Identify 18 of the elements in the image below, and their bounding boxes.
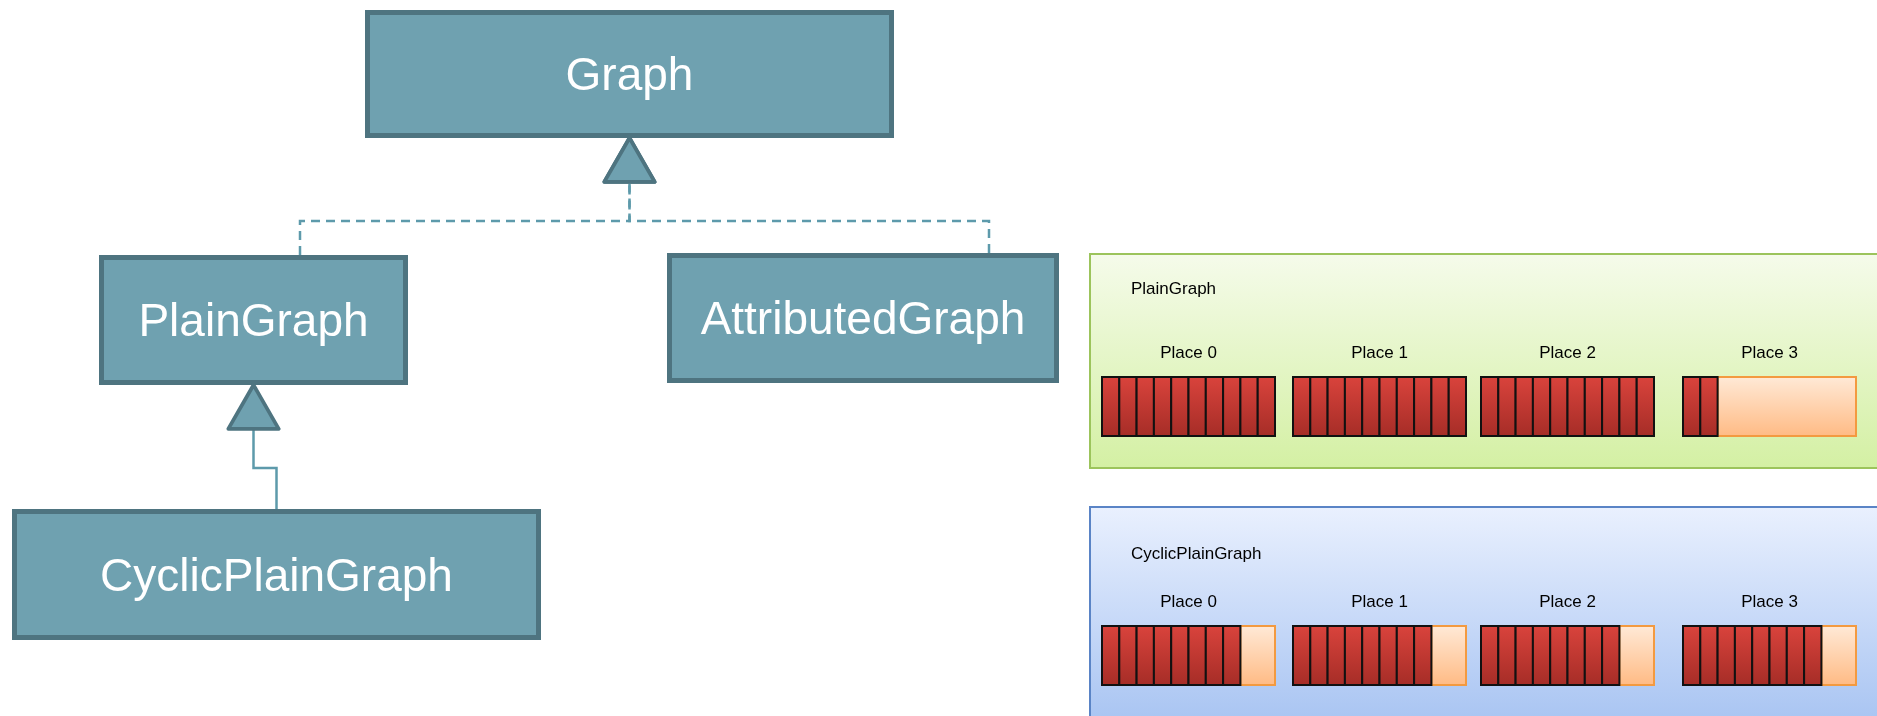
place-label: Place 0: [1159, 592, 1218, 612]
class-box: Graph: [365, 10, 894, 138]
panel: [1089, 506, 1877, 716]
place-label: Place 0: [1159, 343, 1218, 363]
panel: [1089, 253, 1877, 469]
class-box: CyclicPlainGraph: [12, 509, 541, 640]
inheritance-arrow: [226, 383, 281, 509]
panel-title: CyclicPlainGraph: [1131, 544, 1262, 564]
inheritance-arrow: [602, 136, 991, 253]
place-label: Place 2: [1538, 592, 1597, 612]
place-label: Place 3: [1740, 343, 1799, 363]
panel-title: PlainGraph: [1131, 279, 1217, 299]
class-box: AttributedGraph: [667, 253, 1059, 383]
place-label: Place 3: [1740, 592, 1799, 612]
place-label: Place 1: [1350, 343, 1409, 363]
class-box: PlainGraph: [99, 255, 408, 385]
place-label: Place 2: [1538, 343, 1597, 363]
place-label: Place 1: [1350, 592, 1409, 612]
